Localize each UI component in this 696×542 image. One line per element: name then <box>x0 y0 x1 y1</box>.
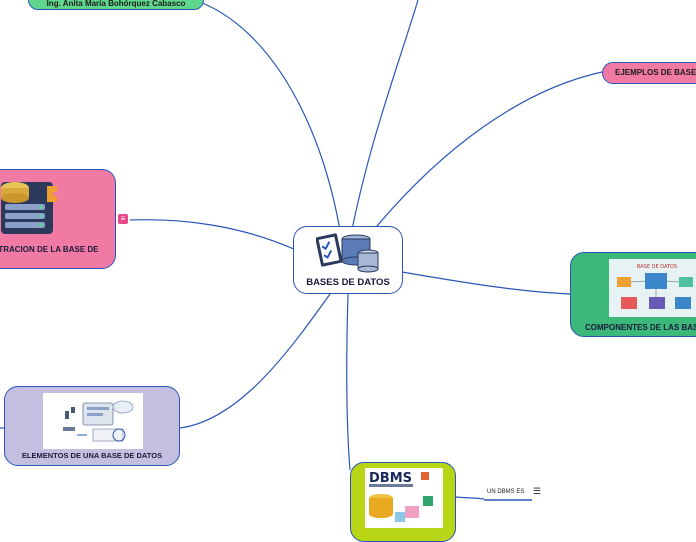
elementos-label: ELEMENTOS DE UNA BASE DE DATOS <box>21 451 163 460</box>
connector-admin <box>129 219 297 251</box>
connector-ejemplos <box>371 71 603 233</box>
connector-dbms <box>346 293 351 471</box>
elementos-node[interactable]: ELEMENTOS DE UNA BASE DE DATOS <box>4 386 180 466</box>
svg-text:BASE DE DATOS: BASE DE DATOS <box>637 264 677 270</box>
database-components-diagram-image: BASE DE DATOS <box>609 259 696 317</box>
central-title: BASES DE DATOS <box>306 277 390 288</box>
ejemplos-node[interactable]: EJEMPLOS DE BASES <box>602 62 696 84</box>
dbms-illustration: DBMS <box>365 468 443 528</box>
author-label: Ing. Anita María Bohórquez Cabasco <box>46 0 186 8</box>
connector-author <box>199 1 341 231</box>
author-node[interactable]: Ing. Anita María Bohórquez Cabasco <box>28 0 204 10</box>
database-server-icon <box>1 182 57 234</box>
connector-top <box>351 0 419 231</box>
central-node[interactable]: BASES DE DATOS <box>293 226 403 294</box>
connector-dbms-note <box>455 496 485 500</box>
componentes-label: COMPONENTES DE LAS BASES <box>585 323 696 332</box>
hamburger-menu-icon[interactable]: ☰ <box>533 486 542 496</box>
database-elements-illustration <box>43 393 143 449</box>
ejemplos-label: EJEMPLOS DE BASES <box>615 68 696 77</box>
dbms-image-text: DBMS <box>369 471 412 486</box>
connector-componentes <box>401 271 573 295</box>
admin-label: STRACION DE LA BASE DE <box>0 245 99 254</box>
notes-icon[interactable]: ≡ <box>118 214 128 224</box>
admin-node[interactable]: STRACION DE LA BASE DE <box>0 169 116 269</box>
database-clipboard-icon <box>316 233 379 273</box>
dbms-node[interactable]: DBMS <box>350 462 456 542</box>
dbms-note-label: UN DBMS ES <box>487 489 525 495</box>
mind-map-connectors <box>0 0 603 501</box>
connector-elementos <box>179 293 331 429</box>
componentes-node[interactable]: BASE DE DATOS COMPONENTES DE LAS BASES <box>570 252 696 337</box>
